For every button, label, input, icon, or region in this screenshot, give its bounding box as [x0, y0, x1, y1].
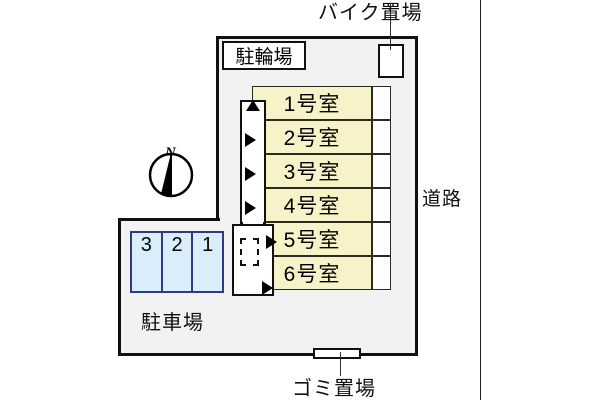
garbage-area-label: ゴミ置場 — [292, 378, 376, 400]
unit-1: 1号室 — [252, 86, 372, 120]
stairs-direction-arrow-icon — [246, 100, 260, 111]
balcony-6 — [372, 256, 391, 290]
road-label: 道路 — [422, 189, 463, 210]
parking-space-3: 3 — [132, 233, 163, 291]
unit-6-entry-arrow-icon — [262, 281, 273, 295]
unit-5-entry-arrow-icon — [266, 235, 277, 249]
motorcycle-parking-leader-line — [390, 4, 391, 50]
parking-space-1-number: 1 — [202, 234, 214, 256]
unit-2-entry-arrow-icon — [245, 133, 256, 147]
bicycle-parking-label: 駐輪場 — [235, 47, 293, 68]
unit-4: 4号室 — [252, 188, 372, 222]
garbage-area-leader-line — [340, 352, 341, 376]
parking-spaces-block: 3 2 1 — [130, 231, 224, 293]
unit-5-label: 5号室 — [283, 229, 341, 252]
parking-space-1: 1 — [193, 233, 222, 291]
motorcycle-parking-area — [378, 44, 404, 78]
unit-4-entry-arrow-icon — [245, 201, 256, 215]
unit-3-entry-arrow-icon — [245, 167, 256, 181]
parking-lot-label: 駐車場 — [141, 312, 204, 334]
parking-space-3-number: 3 — [140, 234, 152, 256]
unit-2-label: 2号室 — [283, 127, 341, 150]
compass-icon — [148, 152, 194, 198]
unit-2: 2号室 — [252, 120, 372, 154]
unit-3: 3号室 — [252, 154, 372, 188]
unit-3-label: 3号室 — [283, 161, 341, 184]
balcony-1 — [372, 86, 391, 120]
balcony-4 — [372, 188, 391, 222]
balcony-5 — [372, 222, 391, 256]
parking-space-2-number: 2 — [171, 234, 183, 256]
balcony-3 — [372, 154, 391, 188]
road-boundary-line — [480, 0, 481, 400]
unit-6-label: 6号室 — [283, 263, 341, 286]
unit-1-label: 1号室 — [283, 93, 341, 116]
balcony-2 — [372, 120, 391, 154]
parking-space-2: 2 — [163, 233, 194, 291]
unit-4-label: 4号室 — [283, 195, 341, 218]
bicycle-parking-area: 駐輪場 — [222, 41, 306, 70]
motorcycle-parking-label: バイク置場 — [318, 2, 423, 24]
garbage-area-box — [313, 348, 361, 359]
gate-marker-icon — [240, 238, 259, 266]
